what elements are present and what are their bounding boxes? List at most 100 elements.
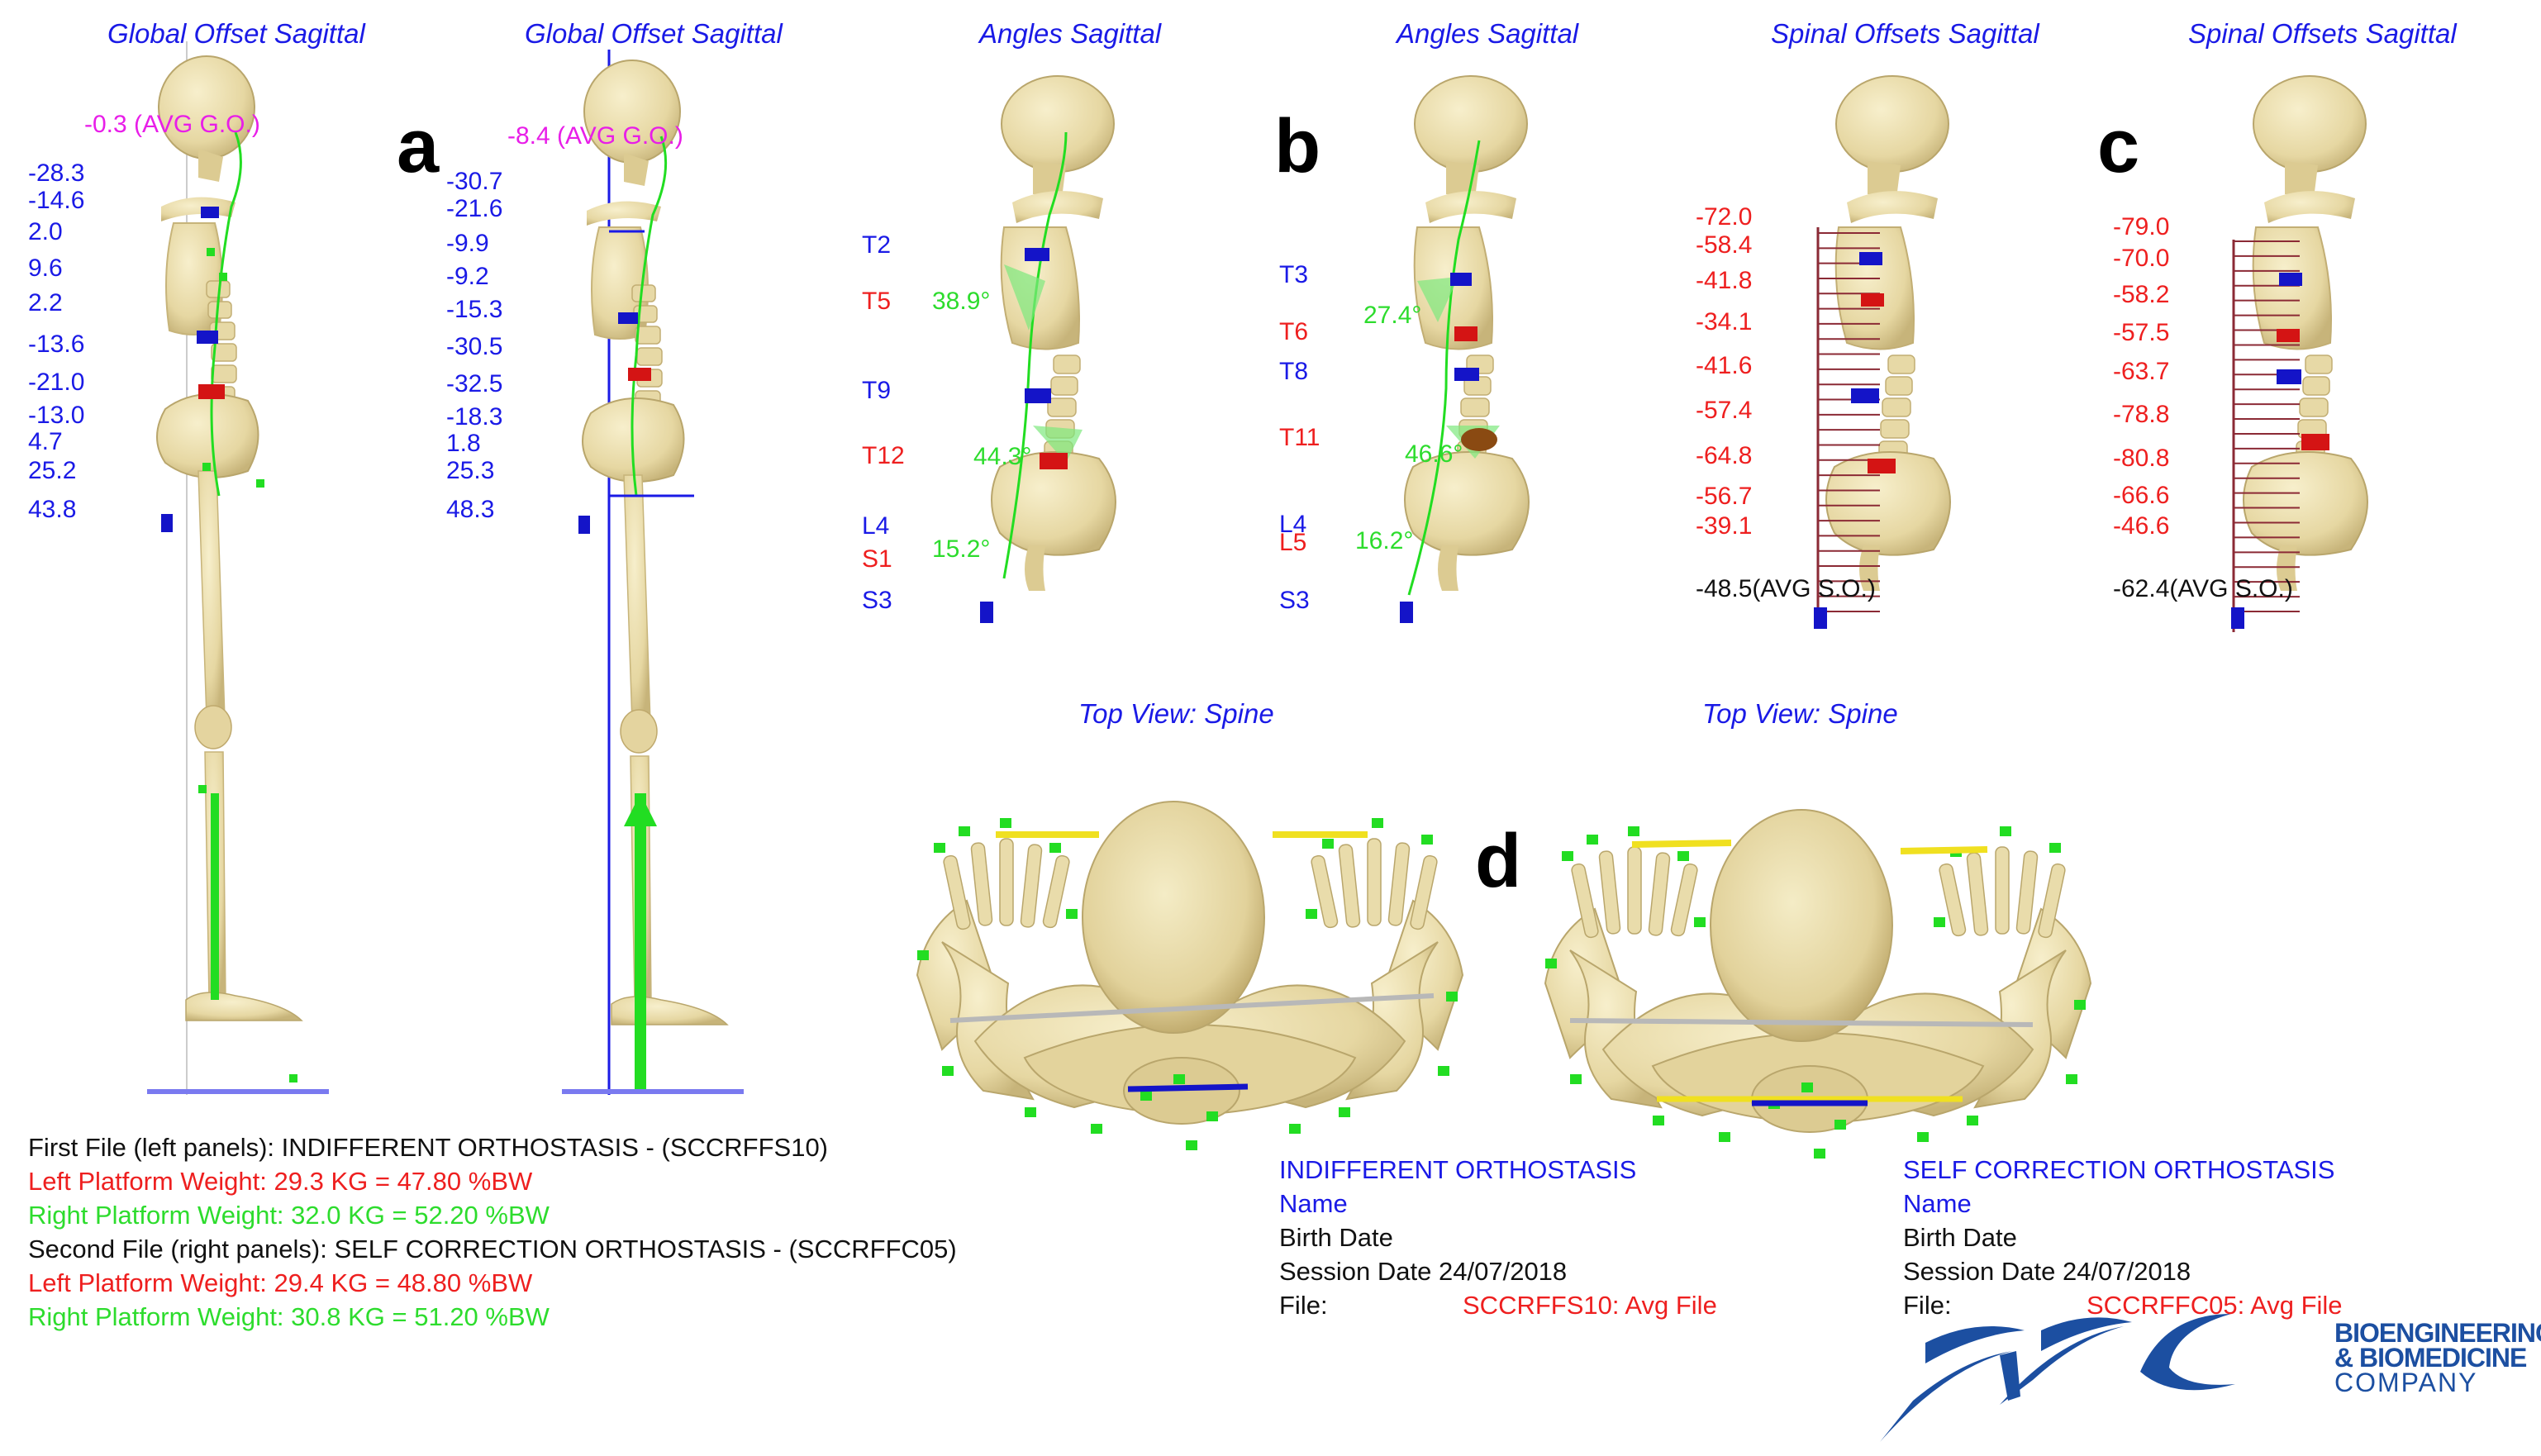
spinal-offset-value: -63.7 — [2113, 358, 2170, 385]
panel-letter-b: b — [1274, 104, 1321, 188]
offset-value: 43.8 — [28, 496, 77, 523]
offset-value: -18.3 — [446, 403, 503, 431]
session-file-label: File: — [1279, 1291, 1328, 1320]
vertebra-level: T12 — [862, 442, 905, 469]
vertebra-level: L5 — [1279, 529, 1307, 556]
curve-angle: 46.6° — [1405, 440, 1463, 468]
session-info-left: INDIFFERENT ORTHOSTASIS Name Birth Date … — [1279, 1153, 1717, 1322]
spinal-offset-value: -34.1 — [1696, 308, 1753, 335]
spinal-offset-value: -58.2 — [2113, 281, 2170, 308]
session-birth-label: Birth Date — [1279, 1223, 1393, 1252]
avg-global-offset-right: -8.4 (AVG G.O.) — [507, 122, 683, 150]
curve-angle: 27.4° — [1363, 302, 1422, 329]
panel-title-angles-left: Angles Sagittal — [979, 18, 1162, 49]
offset-value: -13.0 — [28, 402, 85, 429]
session-title: INDIFFERENT ORTHOSTASIS — [1279, 1155, 1637, 1184]
panel-title-angles-right: Angles Sagittal — [1397, 18, 1579, 49]
spinal-offset-value: -78.8 — [2113, 401, 2170, 428]
offset-value: 2.0 — [28, 218, 63, 245]
spinal-offset-value: -64.8 — [1696, 442, 1753, 469]
session-name-label: Name — [1279, 1189, 1348, 1218]
legend: First File (left panels): INDIFFERENT OR… — [28, 1130, 957, 1334]
session-date-value: 24/07/2018 — [2063, 1257, 2191, 1286]
panel-letter-c: c — [2097, 104, 2140, 188]
legend-second-file: Second File (right panels): SELF CORRECT… — [28, 1235, 957, 1263]
curve-angle: 15.2° — [932, 535, 991, 563]
top-view-right — [1544, 809, 2091, 1159]
avg-spinal-offset-right: -62.4(AVG S.O.) — [2113, 575, 2293, 602]
spinal-offset-value: -56.7 — [1696, 483, 1753, 510]
vertebra-level: S3 — [1279, 587, 1310, 614]
vertebra-level: L4 — [1279, 511, 1307, 538]
panel-angles-right — [1400, 75, 1530, 623]
offset-value: -21.6 — [446, 195, 503, 222]
session-file-label: File: — [1903, 1291, 1952, 1320]
vertebra-level: T2 — [862, 231, 892, 259]
curve-angle: 38.9° — [932, 288, 991, 315]
legend-second-right-weight: Right Platform Weight: 30.8 KG = 51.20 %… — [28, 1302, 550, 1331]
session-date-value: 24/07/2018 — [1439, 1257, 1568, 1286]
panel-angles-left — [980, 75, 1116, 623]
legend-first-right-weight: Right Platform Weight: 32.0 KG = 52.20 %… — [28, 1201, 550, 1230]
vertebra-level: T5 — [862, 288, 892, 315]
spinal-offset-value: -58.4 — [1696, 231, 1753, 259]
logo-line-3: COMPANY — [2334, 1368, 2478, 1397]
offset-value: -9.9 — [446, 230, 489, 257]
panel-global-offset-right — [562, 50, 744, 1095]
offset-value: -30.5 — [446, 333, 503, 360]
legend-second-left-weight: Left Platform Weight: 29.4 KG = 48.80 %B… — [28, 1268, 533, 1297]
panel-letter-a: a — [397, 104, 440, 188]
spinal-offset-value: -46.6 — [2113, 512, 2170, 540]
spinal-offset-value: -57.4 — [1696, 397, 1753, 424]
offset-value: 1.8 — [446, 430, 481, 457]
session-date-label: Session Date — [1903, 1257, 2056, 1286]
offset-value: -9.2 — [446, 263, 489, 290]
curve-angle: 44.3° — [973, 443, 1032, 470]
vertebra-level: T3 — [1279, 261, 1309, 288]
offset-value: 4.7 — [28, 428, 63, 455]
offset-value: -14.6 — [28, 187, 85, 214]
avg-spinal-offset-left: -48.5(AVG S.O.) — [1696, 575, 1876, 602]
vertebra-level: S3 — [862, 587, 892, 614]
company-logo-text: BIOENGINEERING & BIOMEDICINE COMPANY — [2334, 1318, 2541, 1397]
avg-global-offset-left: -0.3 (AVG G.O.) — [84, 111, 260, 138]
session-file-value: SCCRFFC05: Avg File — [2087, 1291, 2343, 1320]
session-name-label: Name — [1903, 1189, 1972, 1218]
session-date-label: Session Date — [1279, 1257, 1432, 1286]
panel-title-spinal-offsets-right: Spinal Offsets Sagittal — [2188, 18, 2457, 49]
offset-value: -28.3 — [28, 159, 85, 187]
session-birth-label: Birth Date — [1903, 1223, 2017, 1252]
top-view-left — [916, 801, 1463, 1151]
panel-title-global-offset-left: Global Offset Sagittal — [107, 18, 365, 49]
spinal-offset-value: -57.5 — [2113, 319, 2170, 346]
spinal-offset-value: -66.6 — [2113, 482, 2170, 509]
offset-value: -15.3 — [446, 296, 503, 323]
vertebra-level: S1 — [862, 545, 892, 573]
legend-first-left-weight: Left Platform Weight: 29.3 KG = 47.80 %B… — [28, 1167, 533, 1196]
spinal-offset-value: -79.0 — [2113, 213, 2170, 240]
logo-line-1: BIOENGINEERING — [2334, 1318, 2541, 1348]
panel-letter-d: d — [1475, 819, 1522, 903]
panel-global-offset-left — [147, 41, 329, 1095]
panel-title-spinal-offsets-left: Spinal Offsets Sagittal — [1771, 18, 2039, 49]
panel-spinal-offsets-right — [2231, 75, 2368, 632]
offset-value: -21.0 — [28, 369, 85, 396]
offset-value: 9.6 — [28, 255, 63, 282]
spinal-offset-value: -80.8 — [2113, 445, 2170, 472]
logo-line-2: & BIOMEDICINE — [2334, 1343, 2527, 1373]
vertebra-level: T9 — [862, 377, 892, 404]
panel-spinal-offsets-left — [1814, 75, 1951, 629]
spinal-offset-value: -41.8 — [1696, 267, 1753, 294]
spinal-offset-value: -39.1 — [1696, 512, 1753, 540]
spinal-offset-value: -70.0 — [2113, 245, 2170, 272]
offset-value: 25.3 — [446, 457, 495, 484]
offset-value: -30.7 — [446, 168, 503, 195]
spinal-offset-value: -72.0 — [1696, 203, 1753, 231]
top-view-title-right: Top View: Spine — [1702, 698, 1898, 729]
curve-angle: 16.2° — [1355, 527, 1414, 554]
offset-value: 2.2 — [28, 289, 63, 316]
vertebra-level: T6 — [1279, 318, 1309, 345]
session-title: SELF CORRECTION ORTHOSTASIS — [1903, 1155, 2335, 1184]
spinal-offset-value: -41.6 — [1696, 352, 1753, 379]
